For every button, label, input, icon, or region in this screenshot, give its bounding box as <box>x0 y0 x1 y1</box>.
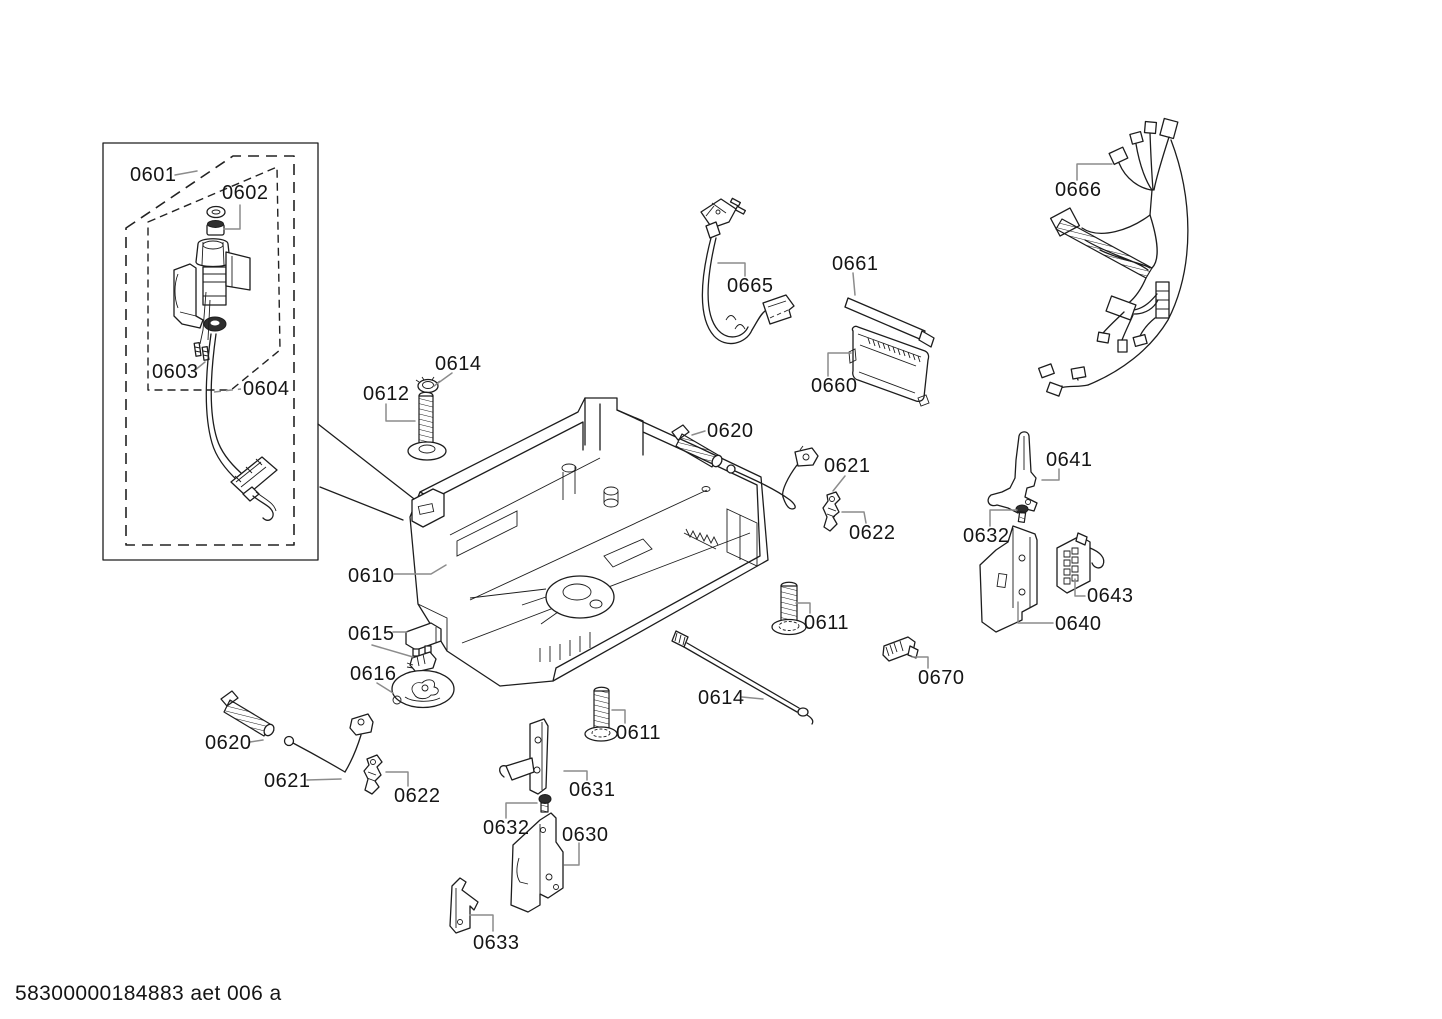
callout-0616: 0616 <box>350 663 397 685</box>
callout-0630: 0630 <box>562 824 609 846</box>
part-0670-clip <box>882 636 919 662</box>
part-0643-terminal-block <box>1056 532 1105 594</box>
part-0621-cable-lower <box>283 713 374 773</box>
part-0641-bracket <box>987 431 1038 514</box>
part-0616-cover-disc <box>391 669 455 709</box>
part-0620-spring-lower <box>220 690 275 737</box>
sump-opening <box>469 575 615 625</box>
part-0632-screw-lower <box>538 794 552 813</box>
callout-labels: 0601 0602 0603 0604 0614 0612 0620 0621 … <box>130 164 1134 954</box>
inlet-hose <box>205 333 242 482</box>
assembly-location-line-top <box>317 423 419 503</box>
callout-0670: 0670 <box>918 667 965 689</box>
inlet-valve-assembly <box>173 205 251 361</box>
callout-0621-lower: 0621 <box>264 770 311 792</box>
callout-0640: 0640 <box>1055 613 1102 635</box>
callout-0611-right: 0611 <box>804 612 849 634</box>
assembly-frame-box <box>102 142 319 561</box>
callout-0615: 0615 <box>348 623 395 645</box>
part-0611-foot-screw-right <box>771 581 807 636</box>
part-0615-component <box>405 622 442 673</box>
callout-0614-top: 0614 <box>435 353 482 375</box>
callout-0620-upper: 0620 <box>707 420 754 442</box>
callout-0614-lower: 0614 <box>698 687 745 709</box>
callout-0622-upper: 0622 <box>849 522 896 544</box>
part-0622-holder-upper <box>822 491 841 532</box>
assembly-location-line-bottom <box>319 486 404 521</box>
callout-0601: 0601 <box>130 164 177 186</box>
part-0620-spring-upper <box>671 424 723 468</box>
callout-0666: 0666 <box>1055 179 1102 201</box>
callout-0665: 0665 <box>727 275 774 297</box>
callout-0632-right: 0632 <box>963 525 1010 547</box>
callout-0612: 0612 <box>363 383 410 405</box>
leader-lines <box>174 163 1113 932</box>
part-0631-bracket <box>499 718 549 795</box>
base-corner-block <box>411 488 445 528</box>
part-0665-power-cord <box>700 197 795 345</box>
part-0614-nut <box>415 376 441 394</box>
part-0630-bracket <box>510 812 564 913</box>
callout-0604: 0604 <box>243 378 290 400</box>
part-0660-control-module <box>848 325 930 407</box>
aquastop-connector <box>230 456 278 521</box>
part-0640-mounting-bracket <box>979 525 1038 633</box>
callout-0622-lower: 0622 <box>394 785 441 807</box>
dashed-outer-box <box>125 155 295 546</box>
base-comb-detail <box>683 528 719 550</box>
callout-0603: 0603 <box>152 361 199 383</box>
part-0614-adjusting-rod <box>671 630 814 725</box>
part-0621-cable-upper <box>726 445 819 510</box>
callout-0632-lower: 0632 <box>483 817 530 839</box>
callout-0643: 0643 <box>1087 585 1134 607</box>
part-0666-wiring-harness <box>1038 117 1189 397</box>
callout-0661: 0661 <box>832 253 879 275</box>
callout-0660: 0660 <box>811 375 858 397</box>
callout-0631: 0631 <box>569 779 616 801</box>
callout-0633: 0633 <box>473 932 520 954</box>
callout-0611-lower: 0611 <box>616 722 661 744</box>
part-0632-screw-right <box>1015 504 1029 523</box>
callout-0602: 0602 <box>222 182 269 204</box>
part-0622-holder-lower <box>363 754 383 795</box>
part-0611-foot-screw-lower <box>584 686 618 742</box>
callout-0610: 0610 <box>348 565 395 587</box>
base-frame <box>409 397 769 687</box>
callout-0641: 0641 <box>1046 449 1093 471</box>
inlet-assembly-box <box>102 142 319 561</box>
part-0633-bracket <box>449 877 479 934</box>
part-0612-foot-screw <box>407 391 447 461</box>
part-0661-cover-strip <box>844 297 935 348</box>
callout-0620-lower: 0620 <box>205 732 252 754</box>
callout-0621-upper: 0621 <box>824 455 871 477</box>
document-code: 58300000184883 aet 006 a <box>15 982 282 1005</box>
dashed-inner-box <box>147 166 281 391</box>
